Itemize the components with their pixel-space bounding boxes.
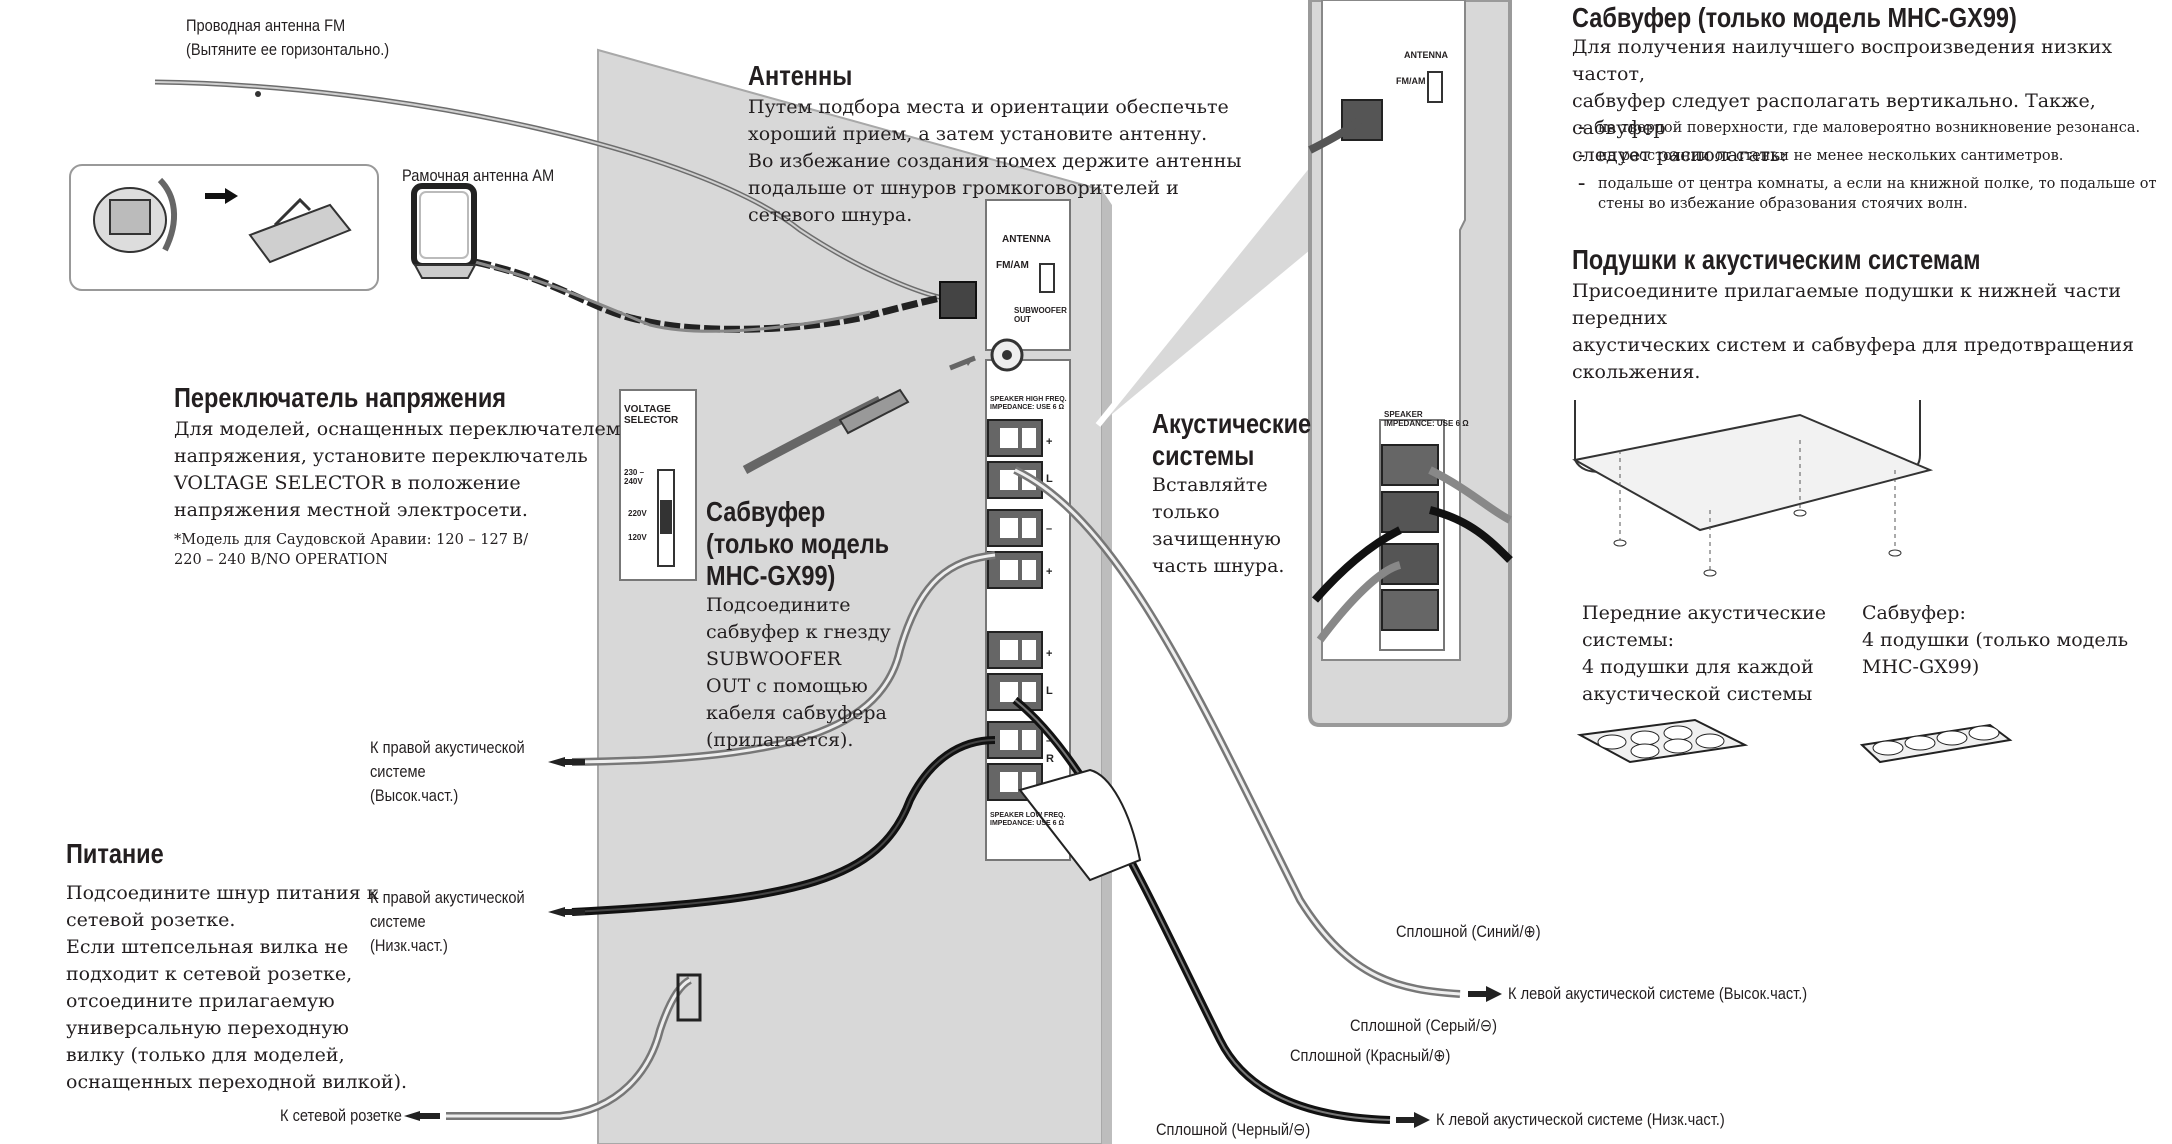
pads-text: Присоедините прилагаемые подушки к нижне… [1572, 280, 2135, 383]
high-freq-terminals [987, 419, 1043, 589]
solid-gray-label: Сплошной (Серый/⊖) [1350, 1016, 1498, 1035]
svg-text:+: + [1046, 436, 1052, 448]
panel-fmam-label: FM/AM [996, 260, 1029, 271]
low-freq-terminals [987, 631, 1043, 801]
am-loop-antenna [411, 183, 477, 279]
speakers-text: Вставляйте только зачищенную часть шнура… [1152, 474, 1285, 577]
am-assembly-illustration [69, 164, 379, 291]
arrow-icon [205, 188, 238, 204]
rca-plug [838, 388, 910, 435]
zoom-speaker-label: SPEAKER IMPEDANCE: USE 6 Ω [1384, 410, 1469, 428]
svg-text:–: – [1046, 735, 1052, 747]
pads-heading: Подушки к акустическим системам [1572, 244, 1981, 275]
solid-red-label: Сплошной (Красный/⊕) [1290, 1046, 1451, 1065]
panel-voltage-selector-label: VOLTAGE SELECTOR [624, 404, 679, 426]
subwoofer-heading: Сабвуфер (только модель MHC-GX99) [706, 496, 890, 591]
panel-subwoofer-out-label: SUBWOOFER OUT [1014, 306, 1067, 324]
right-low-label: К правой акустической системе (Низк.част… [370, 888, 525, 955]
subwoofer-pads-illustration [1572, 400, 1934, 577]
zoom-inset [1095, 0, 1513, 727]
am-antenna-label: Рамочная антенна AM [402, 166, 555, 185]
panel-120v-label: 120V [628, 533, 647, 542]
panel-antenna-label: ANTENNA [1002, 234, 1051, 245]
outlet-label: К сетевой розетке [280, 1106, 402, 1125]
solid-blue-label: Сплошной (Синий/⊕) [1396, 922, 1541, 941]
right-high-label: К правой акустической системе (Высок.час… [370, 738, 525, 805]
panel-220v-label: 220V [628, 509, 647, 518]
label-arrows [404, 757, 1502, 1128]
speakers-heading: Акустические системы [1152, 408, 1312, 471]
panel-speaker-low-label: SPEAKER LOW FREQ. IMPEDANCE: USE 6 Ω [990, 812, 1066, 827]
subwoofer-gx99-text: Для получения наилучшего воспроизведения… [1572, 36, 2113, 166]
finger-illustration [1018, 768, 1142, 882]
antenna-panel [985, 199, 1071, 351]
subwoofer-pads-caption: Сабвуфер: 4 подушки (только модель MHC-G… [1862, 602, 2129, 678]
svg-text:+: + [1046, 648, 1052, 660]
voltage-text: Для моделей, оснащенных переключателем н… [174, 418, 621, 521]
left-high-label: К левой акустической системе (Высок.част… [1508, 984, 1808, 1003]
zoom-antenna-connector [1341, 99, 1383, 141]
subwoofer-bullet-2: на расстоянии от стенки не менее несколь… [1578, 146, 2063, 166]
subwoofer-pads-sheet [1859, 723, 2013, 764]
zoom-fmam-label: FM/AM [1396, 76, 1426, 86]
main-unit-rear-panel: + L – + + L – R [597, 48, 1112, 1144]
svg-text:R: R [1046, 753, 1054, 765]
voltage-heading: Переключатель напряжения [174, 382, 507, 413]
zoom-antenna-label: ANTENNA [1404, 50, 1448, 60]
antenna-plug [939, 281, 977, 319]
svg-text:+: + [1046, 566, 1052, 578]
power-text: Подсоедините шнур питания к сетевой розе… [66, 882, 408, 1093]
antennas-heading: Антенны [748, 60, 853, 91]
svg-text:–: – [1046, 523, 1052, 535]
solid-black-label: Сплошной (Черный/⊖) [1156, 1120, 1311, 1139]
subwoofer-bullet-1: на твердой поверхности, где маловероятно… [1578, 118, 2140, 138]
fm-antenna-label: Проводная антенна FM (Вытяните ее горизо… [186, 16, 390, 59]
subwoofer-gx99-heading: Сабвуфер (только модель MHC-GX99) [1572, 2, 2017, 33]
front-pads-caption: Передние акустические системы: 4 подушки… [1582, 602, 1826, 705]
panel-speaker-high-label: SPEAKER HIGH FREQ. IMPEDANCE: USE 6 Ω [990, 396, 1067, 411]
voltage-note: *Модель для Саудовской Аравии: 120 – 127… [174, 532, 529, 568]
svg-text:L: L [1046, 473, 1053, 485]
antennas-text: Путем подбора места и ориентации обеспеч… [748, 96, 1242, 226]
panel-230v-label: 230 – 240V [624, 468, 645, 486]
svg-text:L: L [1046, 685, 1053, 697]
left-low-label: К левой акустической системе (Низк.част.… [1436, 1110, 1725, 1129]
power-heading: Питание [66, 838, 164, 869]
subwoofer-bullet-3: подальше от центра комнаты, а если на кн… [1578, 174, 2157, 214]
front-pads-sheet [1576, 718, 1749, 764]
subwoofer-text: Подсоедините сабвуфер к гнезду SUBWOOFER… [706, 594, 891, 751]
